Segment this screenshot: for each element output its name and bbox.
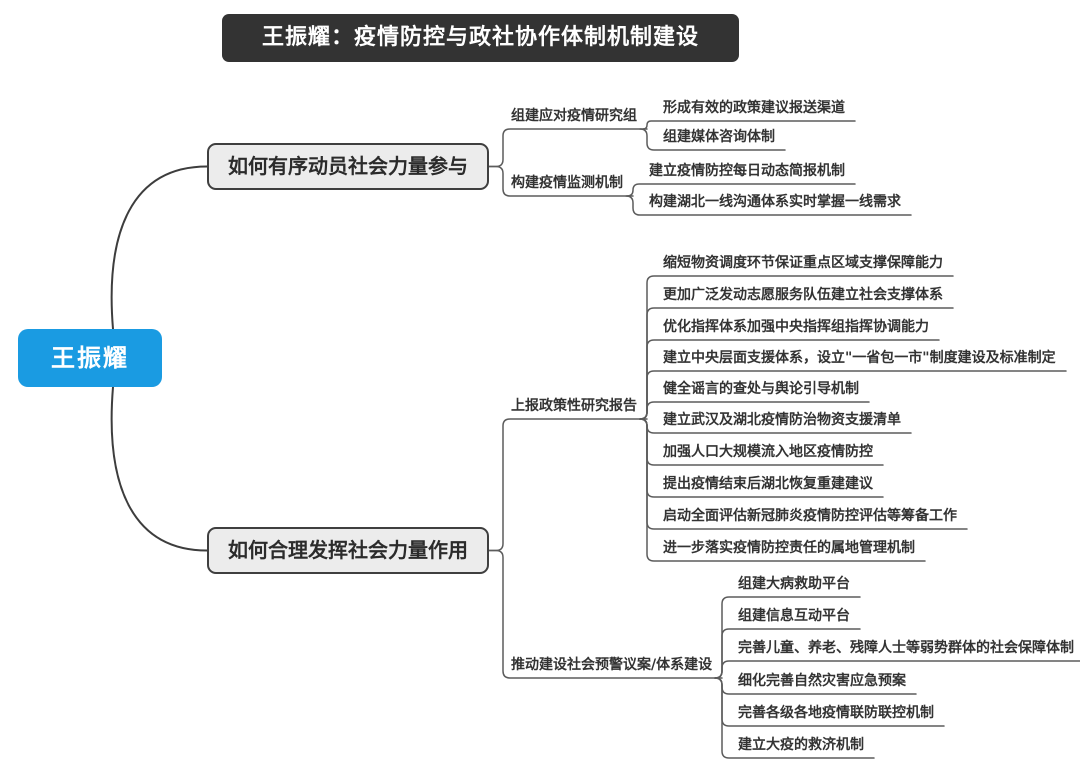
topic-node-1-1[interactable]: 组建应对疫情研究组 (511, 108, 637, 124)
leaf-node-1-2-2[interactable]: 构建湖北一线沟通体系实时掌握一线需求 (649, 194, 901, 210)
leaf-node-1-2-1[interactable]: 建立疫情防控每日动态简报机制 (649, 163, 845, 179)
leaf-node-2-1-3[interactable]: 优化指挥体系加强中央指挥组指挥协调能力 (663, 319, 929, 335)
leaf-node-2-1-6[interactable]: 建立武汉及湖北疫情防治物资支援清单 (663, 412, 901, 428)
branch-node-2[interactable]: 如何合理发挥社会力量作用 (207, 527, 489, 574)
leaf-node-2-1-5[interactable]: 健全谣言的查处与舆论引导机制 (663, 381, 859, 397)
leaf-node-2-1-10[interactable]: 进一步落实疫情防控责任的属地管理机制 (663, 540, 915, 556)
leaf-node-2-1-7[interactable]: 加强人口大规模流入地区疫情防控 (663, 444, 873, 460)
topic-node-1-2[interactable]: 构建疫情监测机制 (511, 175, 623, 191)
title-banner: 王振耀：疫情防控与政社协作体制机制建设 (222, 14, 740, 62)
leaf-node-2-2-5[interactable]: 完善各级各地疫情联防联控机制 (738, 705, 934, 721)
topic-node-2-1[interactable]: 上报政策性研究报告 (511, 398, 637, 414)
leaf-node-2-1-4[interactable]: 建立中央层面支援体系，设立"一省包一市"制度建设及标准制定 (663, 350, 1056, 366)
leaf-node-2-2-4[interactable]: 细化完善自然灾害应急预案 (738, 673, 906, 689)
leaf-node-2-1-9[interactable]: 启动全面评估新冠肺炎疫情防控评估等筹备工作 (663, 508, 957, 524)
leaf-node-2-2-3[interactable]: 完善儿童、养老、残障人士等弱势群体的社会保障体制 (738, 640, 1074, 656)
leaf-node-2-2-2[interactable]: 组建信息互动平台 (738, 608, 850, 624)
leaf-node-2-1-2[interactable]: 更加广泛发动志愿服务队伍建立社会支撑体系 (663, 287, 943, 303)
leaf-node-1-1-1[interactable]: 形成有效的政策建议报送渠道 (663, 100, 845, 116)
leaf-node-2-1-8[interactable]: 提出疫情结束后湖北恢复重建建议 (663, 476, 873, 492)
topic-node-2-2[interactable]: 推动建设社会预警议案/体系建设 (511, 657, 713, 673)
branch-node-1[interactable]: 如何有序动员社会力量参与 (207, 143, 489, 190)
root-node[interactable]: 王振耀 (18, 329, 162, 387)
leaf-node-2-1-1[interactable]: 缩短物资调度环节保证重点区域支撑保障能力 (663, 255, 943, 271)
leaf-node-1-1-2[interactable]: 组建媒体咨询体制 (663, 129, 775, 145)
leaf-node-2-2-6[interactable]: 建立大疫的救济机制 (738, 737, 864, 753)
leaf-node-2-2-1[interactable]: 组建大病救助平台 (738, 576, 850, 592)
